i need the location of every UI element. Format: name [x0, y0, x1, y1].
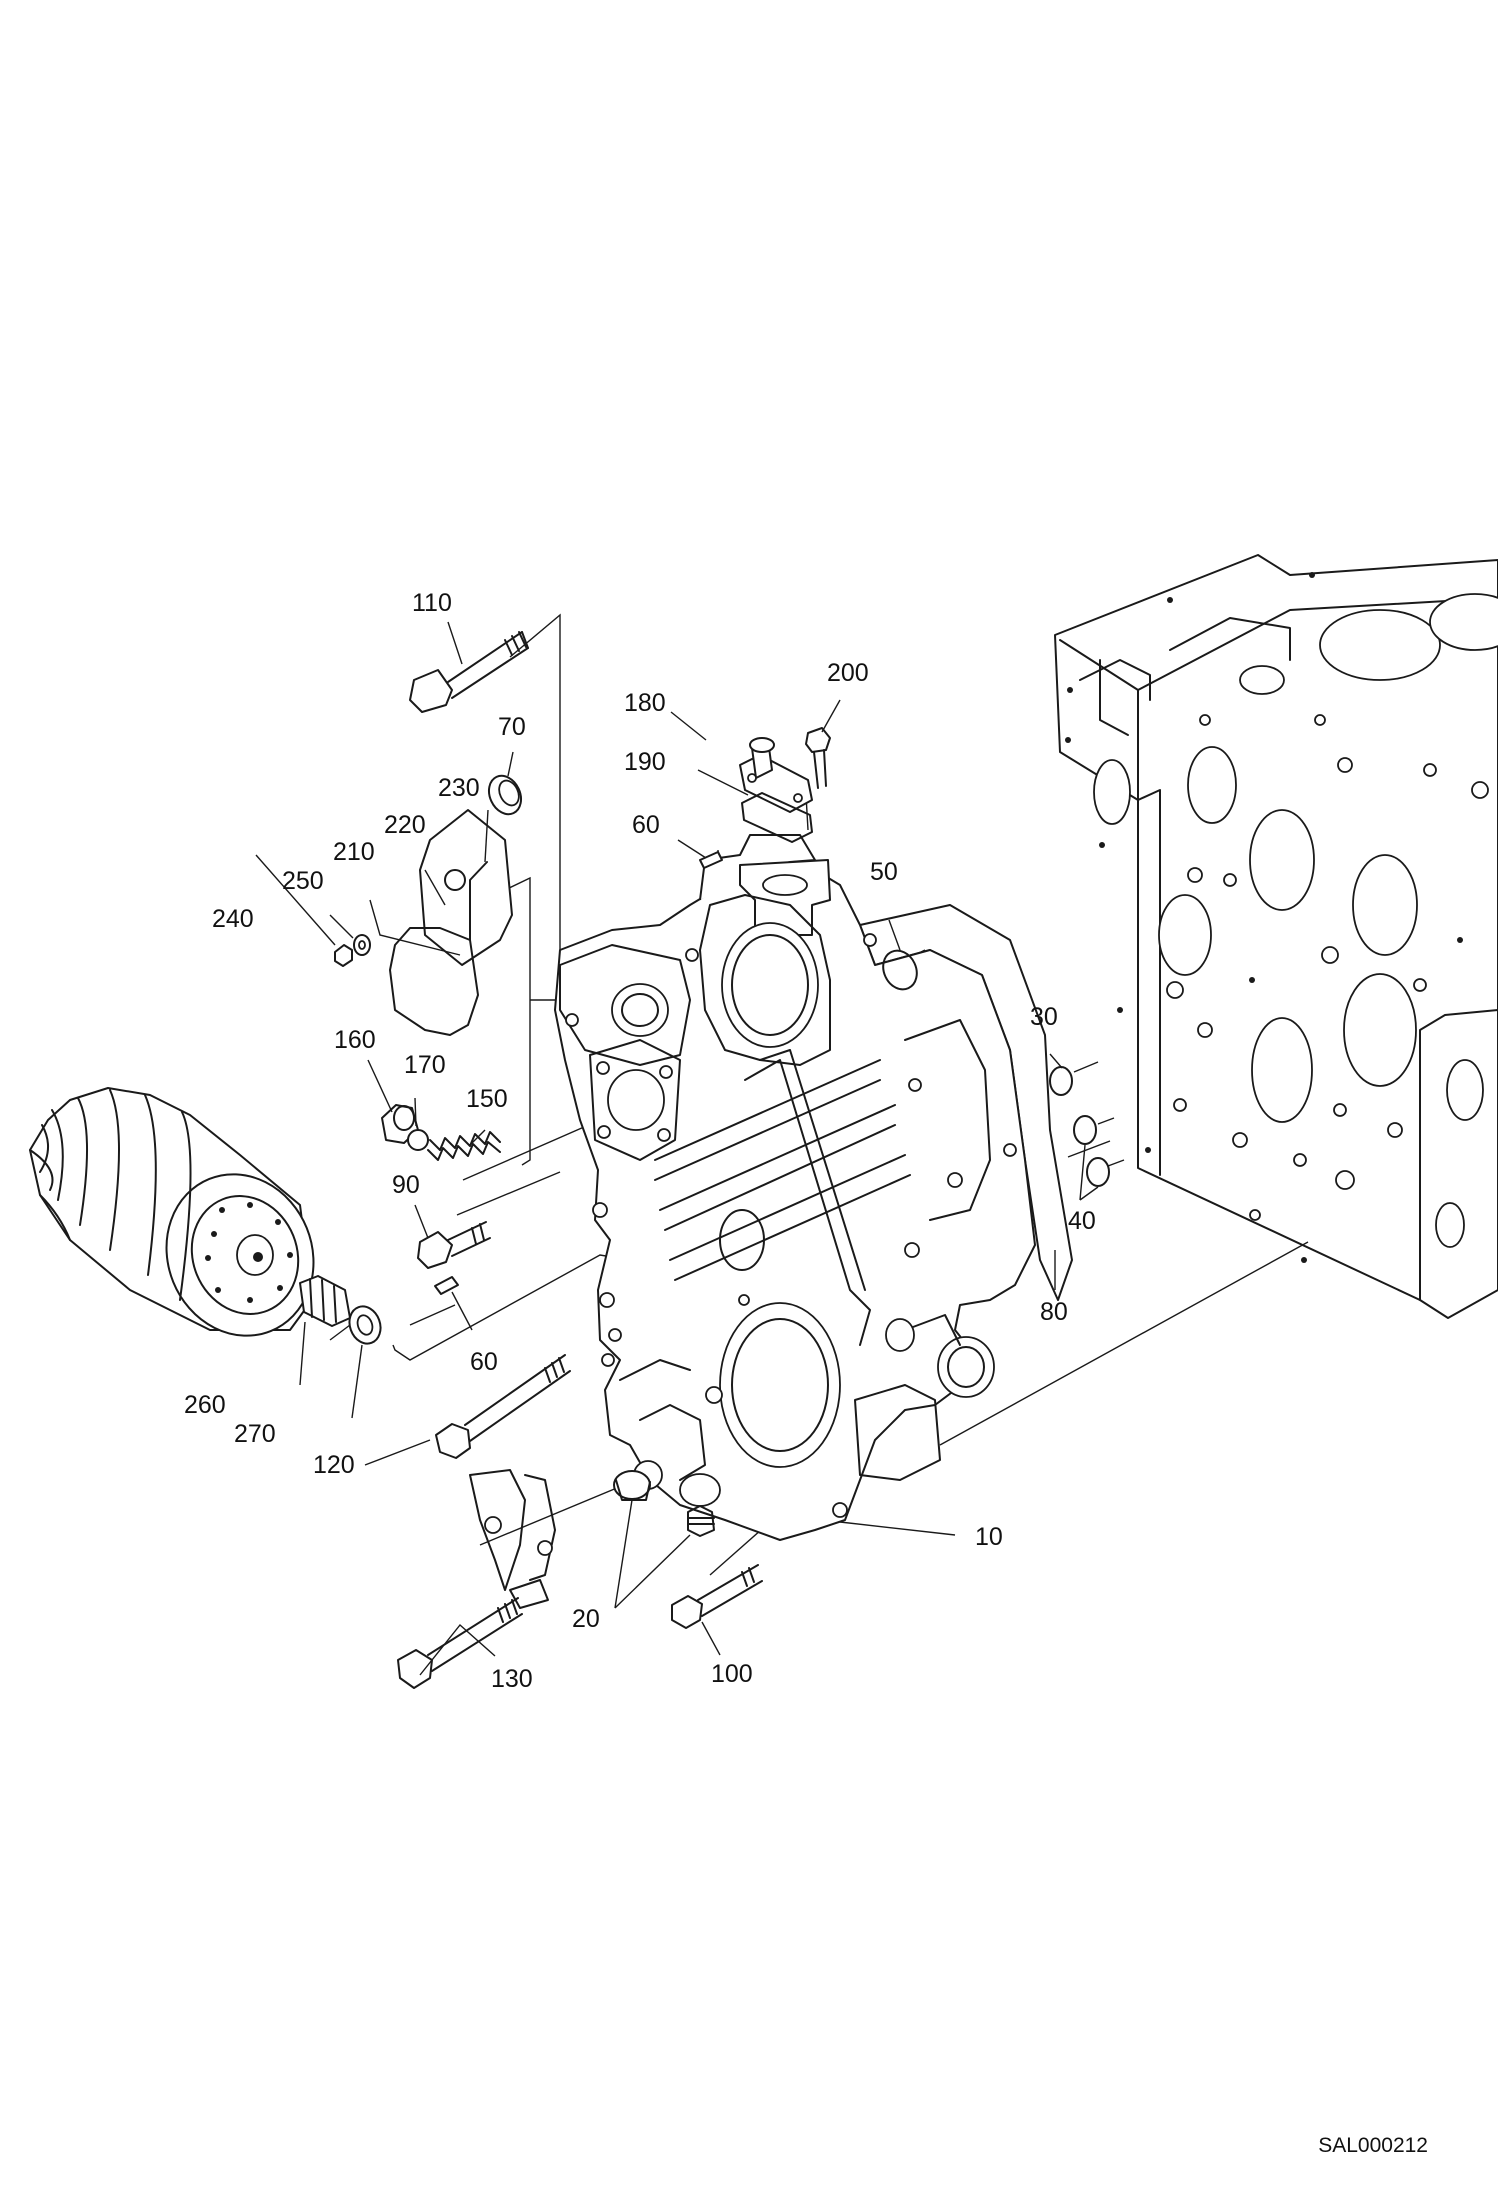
label-90: 90: [392, 1171, 420, 1199]
label-180: 180: [624, 689, 666, 717]
oil-filter: [29, 1087, 315, 1337]
label-120: 120: [313, 1451, 355, 1479]
label-150: 150: [466, 1085, 508, 1113]
label-260: 260: [184, 1391, 226, 1419]
label-60-upper: 60: [632, 811, 660, 839]
label-80: 80: [1040, 1298, 1068, 1326]
label-220: 220: [384, 811, 426, 839]
washer-270: [348, 1305, 382, 1345]
label-270: 270: [234, 1420, 276, 1448]
label-110: 110: [412, 589, 452, 617]
label-190: 190: [624, 748, 666, 776]
plug-20a: [613, 1470, 651, 1501]
bolt-200: [805, 727, 831, 789]
bolt-110: [409, 631, 529, 713]
label-20: 20: [572, 1605, 600, 1633]
o-ring-40b: [1086, 1157, 1110, 1187]
pin-60-lower: [434, 1276, 459, 1295]
pin-60-upper: [699, 851, 723, 869]
gear-case-body: [554, 834, 1073, 1541]
label-200: 200: [827, 659, 869, 687]
bolt-120: [435, 1354, 571, 1459]
label-70: 70: [498, 713, 526, 741]
label-60-lower: 60: [470, 1348, 498, 1376]
label-250: 250: [282, 867, 324, 895]
o-ring-40a: [1073, 1115, 1097, 1145]
nut-240: [334, 944, 353, 967]
label-100: 100: [711, 1660, 753, 1688]
label-210: 210: [333, 838, 375, 866]
label-230: 230: [438, 774, 480, 802]
gasket-190: [741, 792, 813, 843]
o-ring-30: [1049, 1066, 1073, 1096]
leader-lines: [255, 621, 1099, 1676]
bolt-100: [671, 1564, 763, 1629]
figure-code: SAL000212: [1318, 2134, 1428, 2157]
seal-70: [487, 774, 523, 816]
label-130: 130: [491, 1665, 533, 1693]
plug-20b: [687, 1505, 715, 1537]
bolt-90: [417, 1221, 491, 1269]
label-240: 240: [212, 905, 254, 933]
ball-170: [407, 1129, 429, 1151]
label-160: 160: [334, 1026, 376, 1054]
label-50: 50: [870, 858, 898, 886]
washer-250: [353, 934, 371, 956]
label-10: 10: [975, 1523, 1003, 1551]
o-ring-50: [882, 949, 918, 991]
cover-210: [389, 809, 513, 1036]
label-170: 170: [404, 1051, 446, 1079]
cover-180: [739, 737, 813, 813]
label-40: 40: [1068, 1207, 1096, 1235]
callout-labels: 110 70 230 220 210 250 240 160 170 150 9…: [184, 589, 1096, 1693]
nipple-260: [299, 1275, 351, 1327]
engine-block: [1054, 554, 1498, 1319]
spring-150: [427, 1131, 501, 1161]
bracket-fragment: [469, 1469, 556, 1609]
label-30: 30: [1030, 1003, 1058, 1031]
